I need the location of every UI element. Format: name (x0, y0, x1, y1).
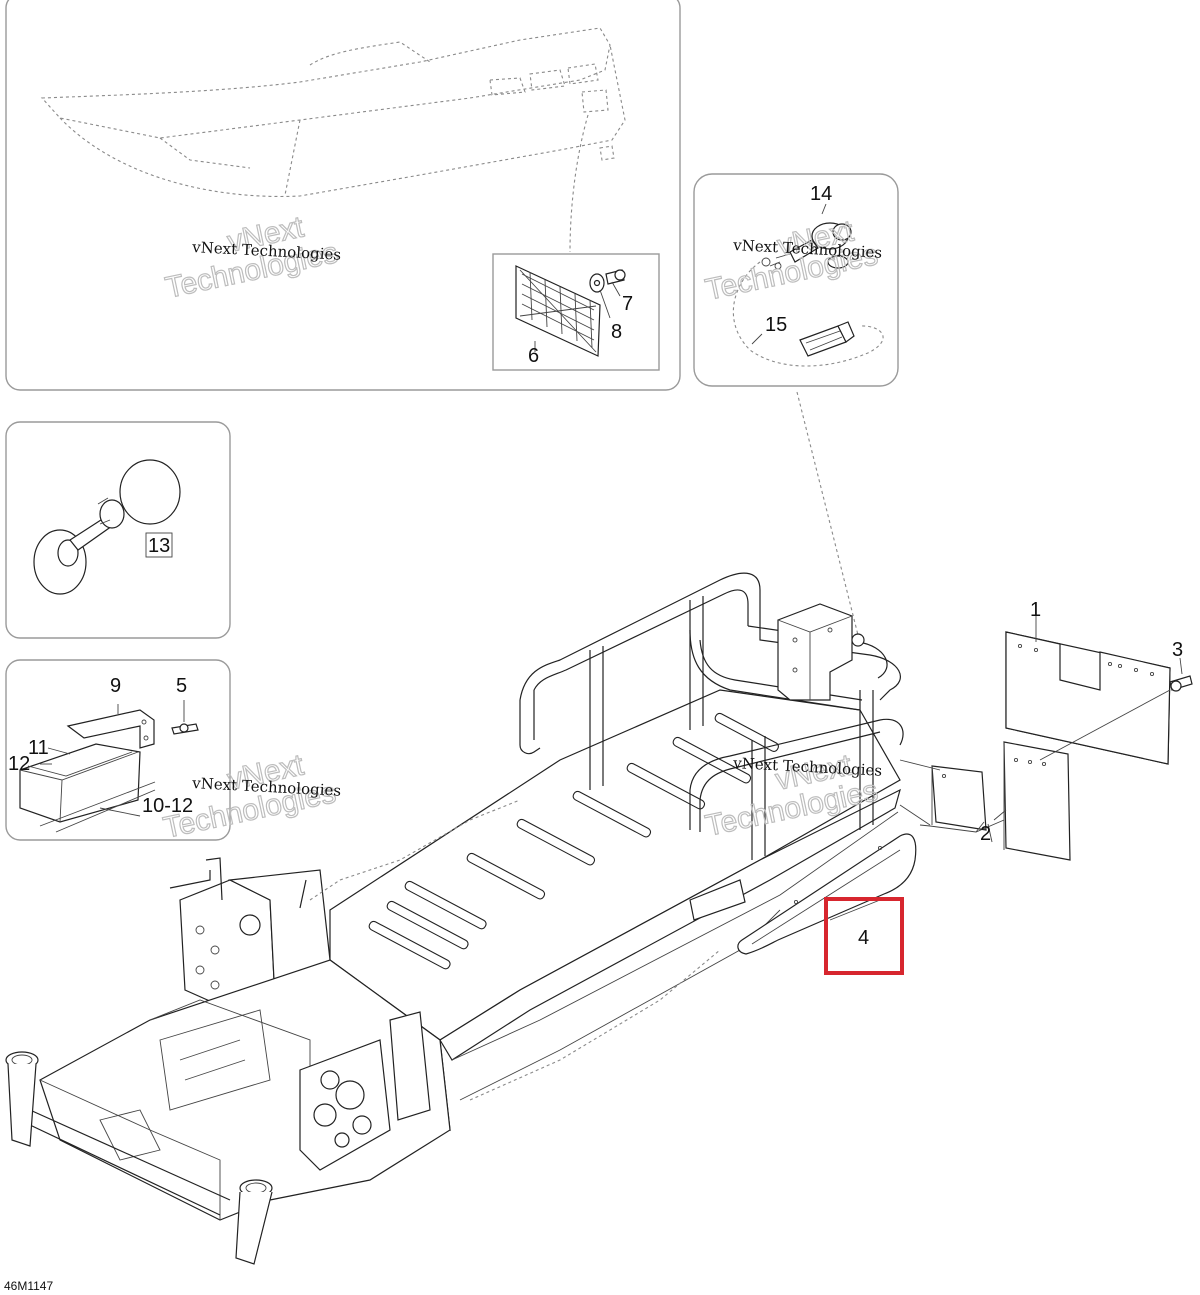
snow-flap-part-1 (1005, 614, 1171, 765)
callout-4: 4 (858, 927, 869, 949)
callout-11: 11 (28, 737, 49, 759)
deck-slots (368, 712, 779, 970)
highlight-box-part-4 (824, 897, 904, 975)
callout-13: 13 (148, 535, 170, 557)
screw-part-7 (605, 269, 626, 285)
front-tubes (5, 1051, 273, 1265)
callout-8: 8 (611, 321, 622, 343)
rear-rack (519, 572, 904, 860)
hitch-bracket (777, 603, 865, 701)
seat-part-10-12 (19, 743, 156, 833)
horn-part-13 (33, 459, 181, 595)
fastener-part-5 (171, 700, 199, 735)
reflector-part-6 (515, 265, 601, 357)
main-frame (5, 572, 904, 1265)
front-bulkhead (169, 857, 331, 1011)
inset-body-panel: 6 7 8 Technologies vNext vNext Technolog… (5, 0, 681, 391)
inset-horn-panel: 13 (5, 421, 231, 639)
callout-14: 14 (810, 183, 832, 205)
diagram-code: 46M1147 (4, 1279, 53, 1293)
callout-12: 12 (8, 753, 30, 775)
front-crossmember (29, 959, 451, 1221)
callout-9: 9 (110, 675, 121, 697)
bolt-part-3 (1169, 657, 1193, 692)
callout-10-12: 10-12 (142, 795, 193, 817)
callout-6: 6 (528, 345, 539, 367)
ignition-switch-part-14 (761, 203, 852, 270)
callout-2: 2 (980, 823, 991, 845)
callout-7: 7 (622, 293, 633, 315)
snow-flap-part-2 (919, 741, 1071, 861)
washer-part-8 (589, 273, 605, 293)
inset-ignition-panel: 14 15 Technologies vNext vNext Technolog… (693, 173, 899, 636)
bracket-part-9 (66, 704, 155, 749)
callout-5: 5 (176, 675, 187, 697)
callout-1: 1 (1030, 599, 1041, 621)
callout-3: 3 (1172, 639, 1183, 661)
wire-harness-part-15 (732, 261, 884, 367)
inset-seat-panel: 9 5 11 12 10-12 (5, 659, 231, 841)
callout-15: 15 (765, 314, 787, 336)
